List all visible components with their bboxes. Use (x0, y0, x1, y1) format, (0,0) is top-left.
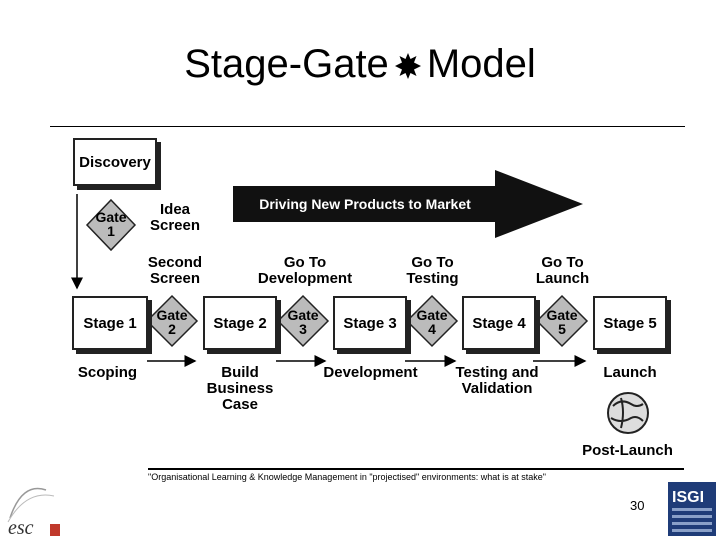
gate-2-line1: Gate (156, 307, 188, 323)
gate-2-label: Gate 2 (152, 308, 192, 336)
isgi-logo-graphic: ISGI (668, 482, 716, 536)
stage-4-label: Stage 4 (472, 314, 526, 332)
stage-1-label: Stage 1 (83, 314, 137, 332)
stage-label-5: Launch (590, 365, 670, 381)
gate-label-2: Second Screen (135, 255, 215, 287)
gate-label-1-line2: Screen (149, 217, 201, 234)
gate-diamond-5 (535, 294, 589, 348)
gate-4-label: Gate 4 (412, 308, 452, 336)
gate-3-line2: 3 (299, 321, 307, 337)
title-left: Stage-Gate (184, 42, 389, 86)
stage-label-2-line2: Business (206, 380, 274, 397)
gate-4-line2: 4 (428, 321, 436, 337)
title-right: Model (426, 42, 536, 86)
gate-label-1-line1: Idea (159, 201, 190, 218)
stage-label-4: Testing and Validation (447, 365, 547, 397)
isgi-logo: ISGI (668, 482, 716, 536)
gate-label-1: Idea Screen (135, 202, 215, 234)
stage-3-box: Stage 3 (333, 296, 407, 350)
gate-diamond-2 (145, 294, 199, 348)
stage-label-2-line1: Build (221, 364, 259, 381)
gate-2-line2: 2 (168, 321, 176, 337)
stage-4-box: Stage 4 (462, 296, 536, 350)
gate-label-4-line2: Testing (406, 270, 459, 287)
gate-3-label: Gate 3 (283, 308, 323, 336)
gate-3-line1: Gate (287, 307, 319, 323)
discovery-box: Discovery (73, 138, 157, 186)
isgi-logo-text: ISGI (672, 489, 704, 506)
stage-1-box: Stage 1 (72, 296, 148, 350)
stage-2-box: Stage 2 (203, 296, 277, 350)
gate-5-line2: 5 (558, 321, 566, 337)
diagram-lines (71, 170, 649, 434)
gate-label-3-line1: Go To (283, 254, 327, 271)
gate-label-4: Go To Testing (390, 255, 475, 287)
gate-diamond-3 (276, 294, 330, 348)
stage-5-label: Stage 5 (603, 314, 657, 332)
gate-4-line1: Gate (416, 307, 448, 323)
bottom-rule (148, 468, 684, 470)
gate-1-line2: 1 (107, 223, 115, 239)
stage-label-4-line1: Testing and (455, 364, 539, 381)
gate-diamond-4 (405, 294, 459, 348)
page-number: 30 (630, 498, 645, 513)
stage-label-4-line2: Validation (461, 380, 533, 397)
post-launch-label: Post-Launch (582, 442, 673, 459)
gate-1-label: Gate 1 (91, 210, 131, 238)
gate-label-4-line1: Go To (411, 254, 454, 271)
registered-seal-icon (394, 44, 421, 89)
banner-label: Driving New Products to Market (259, 196, 471, 212)
gate-5-label: Gate 5 (542, 308, 582, 336)
stage-2-label: Stage 2 (213, 314, 267, 332)
gate-diamond-1 (85, 198, 137, 252)
globe-icon (607, 392, 649, 434)
gate-label-2-line1: Second (147, 254, 203, 271)
gate-label-5-line2: Launch (535, 270, 590, 287)
stage-label-2-line3: Case (222, 396, 258, 413)
gate-5-line1: Gate (546, 307, 578, 323)
footer-note: "Organisational Learning & Knowledge Man… (148, 472, 546, 482)
esc-logo-graphic: esc (7, 487, 60, 539)
esc-logo-text: esc (8, 517, 34, 538)
stage-label-5-line1: Launch (603, 364, 657, 381)
discovery-label: Discovery (79, 153, 151, 171)
gate-label-5: Go To Launch (520, 255, 605, 287)
stage-label-1: Scoping (65, 365, 150, 381)
top-rule (50, 126, 685, 127)
banner-arrow (233, 170, 583, 238)
stage-label-1-line1: Scoping (77, 364, 138, 381)
gate-label-3: Go To Development (250, 255, 360, 287)
stage-5-box: Stage 5 (593, 296, 667, 350)
stage-3-label: Stage 3 (343, 314, 397, 332)
gate-label-3-line2: Development (257, 270, 353, 287)
gate-label-5-line1: Go To (541, 254, 584, 271)
esc-logo: esc (2, 478, 62, 539)
stage-gate-diagram: Discovery Driving New Products to Market… (55, 128, 685, 468)
stage-label-3-line1: Development (323, 364, 418, 381)
stage-label-3: Development (313, 365, 428, 381)
gate-1-line1: Gate (95, 209, 127, 225)
stage-label-2: Build Business Case (190, 365, 290, 413)
gate-label-2-line2: Screen (149, 270, 201, 287)
slide-title: Stage-Gate Model (0, 42, 720, 89)
